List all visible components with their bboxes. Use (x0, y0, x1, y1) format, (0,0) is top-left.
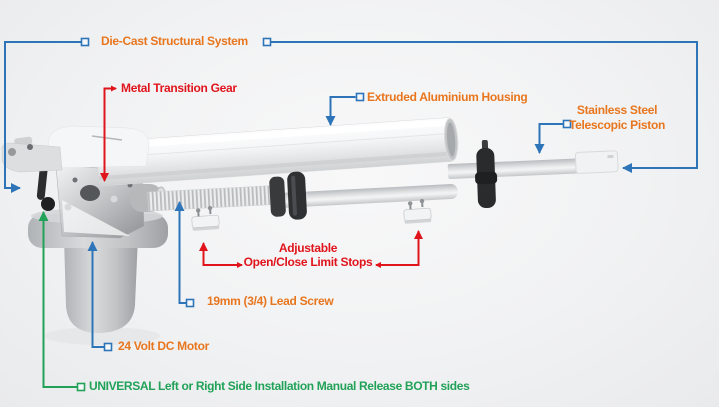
label-stainless-steel-line2: Telescopic Piston (568, 118, 666, 132)
connector-square-universal (76, 382, 86, 392)
label-universal-installation: UNIVERSAL Left or Right Side Installatio… (89, 379, 470, 393)
metal-gear-callout-line (100, 85, 117, 182)
label-metal-transition-gear: Metal Transition Gear (121, 81, 237, 95)
label-extruded-aluminium-housing: Extruded Aluminium Housing (367, 90, 528, 104)
aluminium-housing (96, 117, 459, 186)
manual-release-lever (36, 163, 55, 211)
die-cast-callout-line (4, 41, 698, 193)
connector-square-motor (103, 342, 113, 352)
label-adjustable-limit-stops: Adjustable Open/Close Limit Stops (233, 241, 383, 269)
universal-callout-line (38, 211, 77, 388)
front-mount-arm (1, 136, 63, 173)
extruded-housing-callout-line (325, 96, 356, 126)
label-die-cast-structural-system: Die-Cast Structural System (101, 34, 248, 48)
label-adjustable-line2: Open/Close Limit Stops (243, 254, 373, 269)
ground-shadow (44, 327, 160, 345)
limit-stop-right (403, 198, 432, 224)
connector-square-extruded (355, 92, 365, 102)
screw-bellows (269, 171, 307, 220)
label-adjustable-line1: Adjustable (278, 241, 338, 255)
connector-square-die-cast-right (262, 37, 272, 47)
connector-square-lead-screw (185, 298, 195, 308)
telescopic-piston-callout-line (534, 123, 563, 154)
label-stainless-steel-telescopic-piston: Stainless Steel Telescopic Piston (552, 103, 682, 133)
label-stainless-steel-line1: Stainless Steel (576, 103, 658, 117)
screw-tube (277, 184, 458, 208)
connector-square-die-cast-left (80, 37, 90, 47)
rod-clamp (475, 139, 498, 209)
label-lead-screw: 19mm (3/4) Lead Screw (207, 294, 334, 308)
connector-square-piston (562, 119, 572, 129)
limit-stops-callout-lines (199, 230, 423, 268)
dc-motor-callout-line (87, 241, 104, 348)
limit-stop-left (191, 205, 220, 231)
label-dc-motor: 24 Volt DC Motor (118, 339, 209, 353)
lead-screw-callout-line (174, 201, 186, 304)
